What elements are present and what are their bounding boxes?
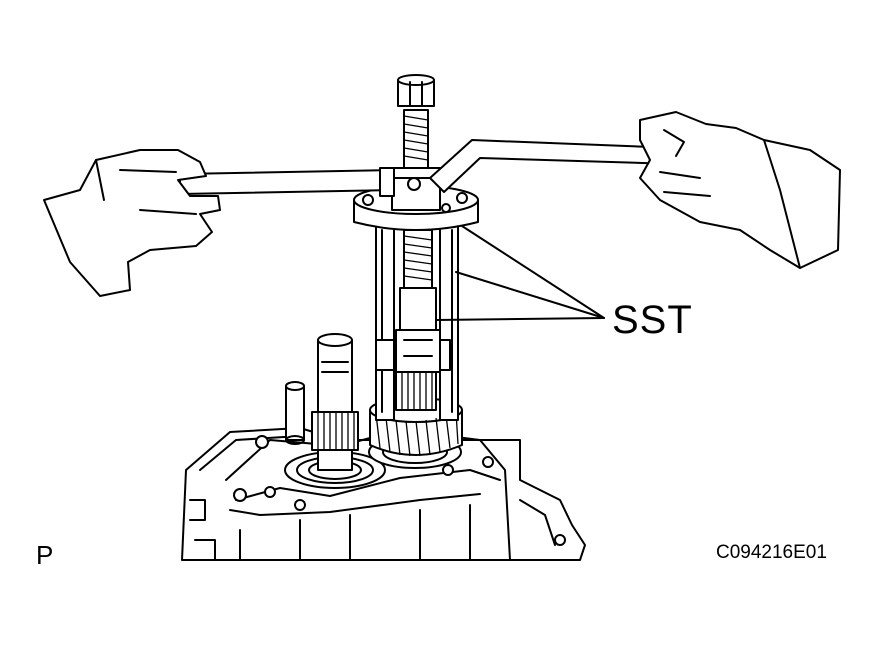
right-hand-icon xyxy=(639,111,841,269)
puller-tool-icon xyxy=(353,74,479,421)
left-wrench-icon xyxy=(179,167,395,197)
transmission-case-icon xyxy=(181,427,586,561)
view-letter-label: P xyxy=(36,540,54,570)
locating-pin-icon xyxy=(285,381,305,445)
right-wrench-icon xyxy=(429,139,677,193)
input-shaft-icon xyxy=(311,333,359,471)
figure-code-label: C094216E01 xyxy=(716,542,827,563)
sst-callout-label: SST xyxy=(612,298,693,342)
left-hand-icon xyxy=(43,149,221,297)
sst-leader-lines xyxy=(435,225,605,321)
